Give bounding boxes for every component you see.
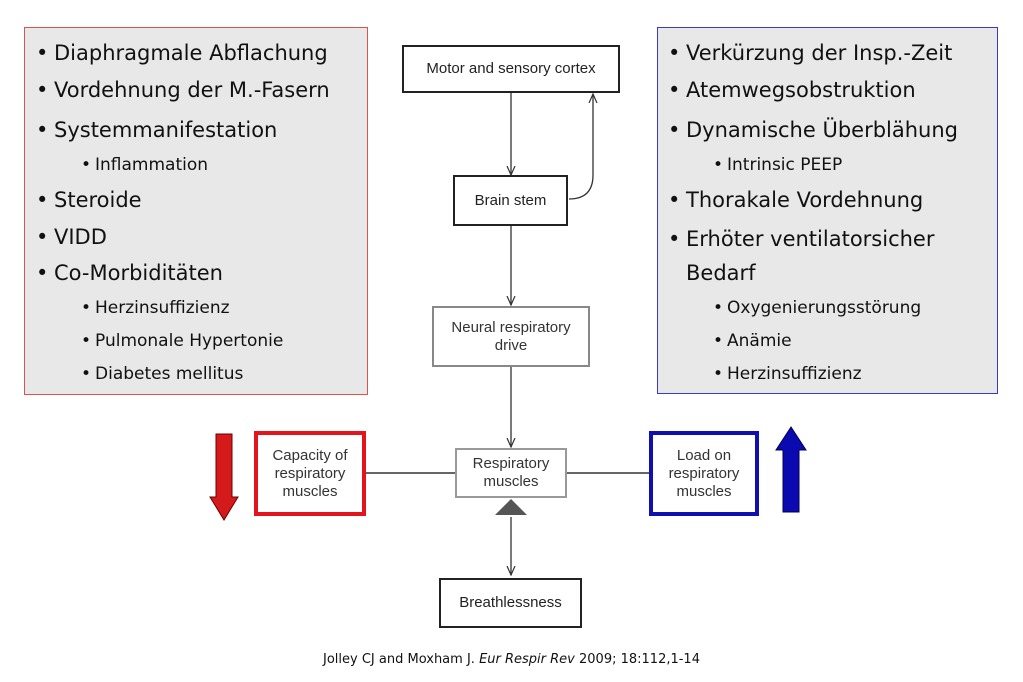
left-item-2: •Vordehnung der M.-Fasern (36, 78, 330, 102)
left-subitem-1: •Inflammation (81, 155, 209, 175)
right-item-2: •Atemwegsobstruktion (668, 78, 916, 102)
node-respiratory-muscles: Respiratory muscles (455, 448, 567, 498)
right-subitem-1: •Intrinsic PEEP (713, 155, 843, 175)
left-subitem-4: •Diabetes mellitus (81, 364, 244, 384)
left-item-5: •VIDD (36, 225, 107, 249)
node-neural-respiratory-drive: Neural respiratory drive (432, 306, 590, 367)
right-item-5-continued: Bedarf (686, 261, 756, 285)
right-item-4: •Thorakale Vordehnung (668, 188, 924, 212)
left-subitem-3: •Pulmonale Hypertonie (81, 331, 284, 351)
decrease-arrow-icon (209, 433, 239, 521)
left-item-1: •Diaphragmale Abflachung (36, 41, 328, 65)
left-item-6: •Co-Morbiditäten (36, 261, 223, 285)
left-subitem-2: •Herzinsuffizienz (81, 298, 230, 318)
right-subitem-3: •Anämie (713, 331, 792, 351)
right-subitem-4: •Herzinsuffizienz (713, 364, 862, 384)
node-brain-stem: Brain stem (453, 175, 568, 226)
right-item-5: •Erhöter ventilatorsicher (668, 227, 935, 251)
node-motor-sensory-cortex: Motor and sensory cortex (402, 45, 620, 93)
node-breathlessness: Breathlessness (439, 578, 582, 628)
node-capacity-respiratory-muscles: Capacity of respiratory muscles (254, 431, 366, 516)
right-subitem-2: •Oxygenierungsstörung (713, 298, 922, 318)
left-item-3: •Systemmanifestation (36, 118, 278, 142)
right-item-3: •Dynamische Überblähung (668, 118, 959, 142)
fulcrum-triangle (495, 499, 527, 515)
left-item-4: •Steroide (36, 188, 142, 212)
right-item-1: •Verkürzung der Insp.-Zeit (668, 41, 953, 65)
node-load-respiratory-muscles: Load on respiratory muscles (649, 431, 759, 516)
left-factors-panel (24, 27, 368, 395)
increase-arrow-icon (775, 426, 807, 513)
arrow-brainstem-feedback (568, 94, 593, 200)
right-factors-panel (657, 27, 998, 394)
citation: Jolley CJ and Moxham J. Eur Respir Rev 2… (323, 652, 700, 667)
